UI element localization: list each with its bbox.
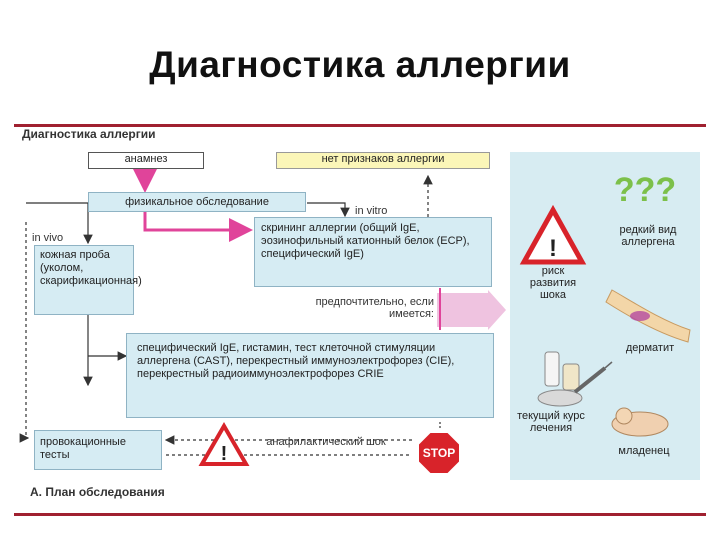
dermatitis-label: дерматит (625, 342, 675, 354)
no-allergy-signs-box: нет признаков аллергии (276, 152, 490, 169)
dermatitis-spot-icon (630, 311, 650, 321)
current-treatment-label: текущий курс лечения (517, 410, 585, 434)
in-vivo-label: in vivo (32, 232, 64, 244)
screening-box: скрининг аллергии (общий IgE, эозинофиль… (254, 217, 492, 287)
shock-risk-triangle-icon (519, 204, 587, 265)
anaphylactic-shock-label: анафилактический шок (266, 436, 386, 448)
skin-test-box: кожная проба (уколом, скарификационная) (34, 245, 142, 315)
svg-text:!: ! (549, 235, 557, 262)
diagram-caption: А. План обследования (30, 485, 165, 499)
question-marks: ??? (613, 171, 677, 209)
bottle-icon (544, 351, 560, 387)
preferable-arrow (437, 290, 506, 330)
svg-text:!: ! (221, 443, 228, 465)
specific-tests-box: специфический IgE, гистамин, тест клеточ… (126, 333, 494, 418)
warning-triangle-icon (198, 422, 250, 466)
arrow-exam-screening (143, 210, 253, 242)
pill-dish-icon (537, 389, 583, 407)
stop-sign-icon (417, 431, 461, 475)
arrow-invitro (307, 202, 350, 218)
infant-label: младенец (618, 445, 670, 457)
diagram-heading: Диагностика аллергии (22, 127, 156, 141)
in-vitro-label: in vitro (355, 205, 388, 217)
anamnesis-box: анамнез (88, 152, 204, 169)
provocation-tests-box: провокационные тесты (34, 430, 162, 470)
physical-exam-box: физикальное обследование (88, 192, 306, 212)
preferable-label: предпочтительно, если имеется: (315, 296, 434, 320)
syringe-icon (573, 366, 607, 394)
jar-icon (562, 363, 580, 391)
shock-risk-label: риск развития шока (529, 265, 577, 301)
stop-sign-label: STOP (422, 446, 456, 460)
slide-title: Диагностика аллергии (149, 44, 571, 85)
rare-allergen-label: редкий вид аллергена (619, 224, 677, 248)
